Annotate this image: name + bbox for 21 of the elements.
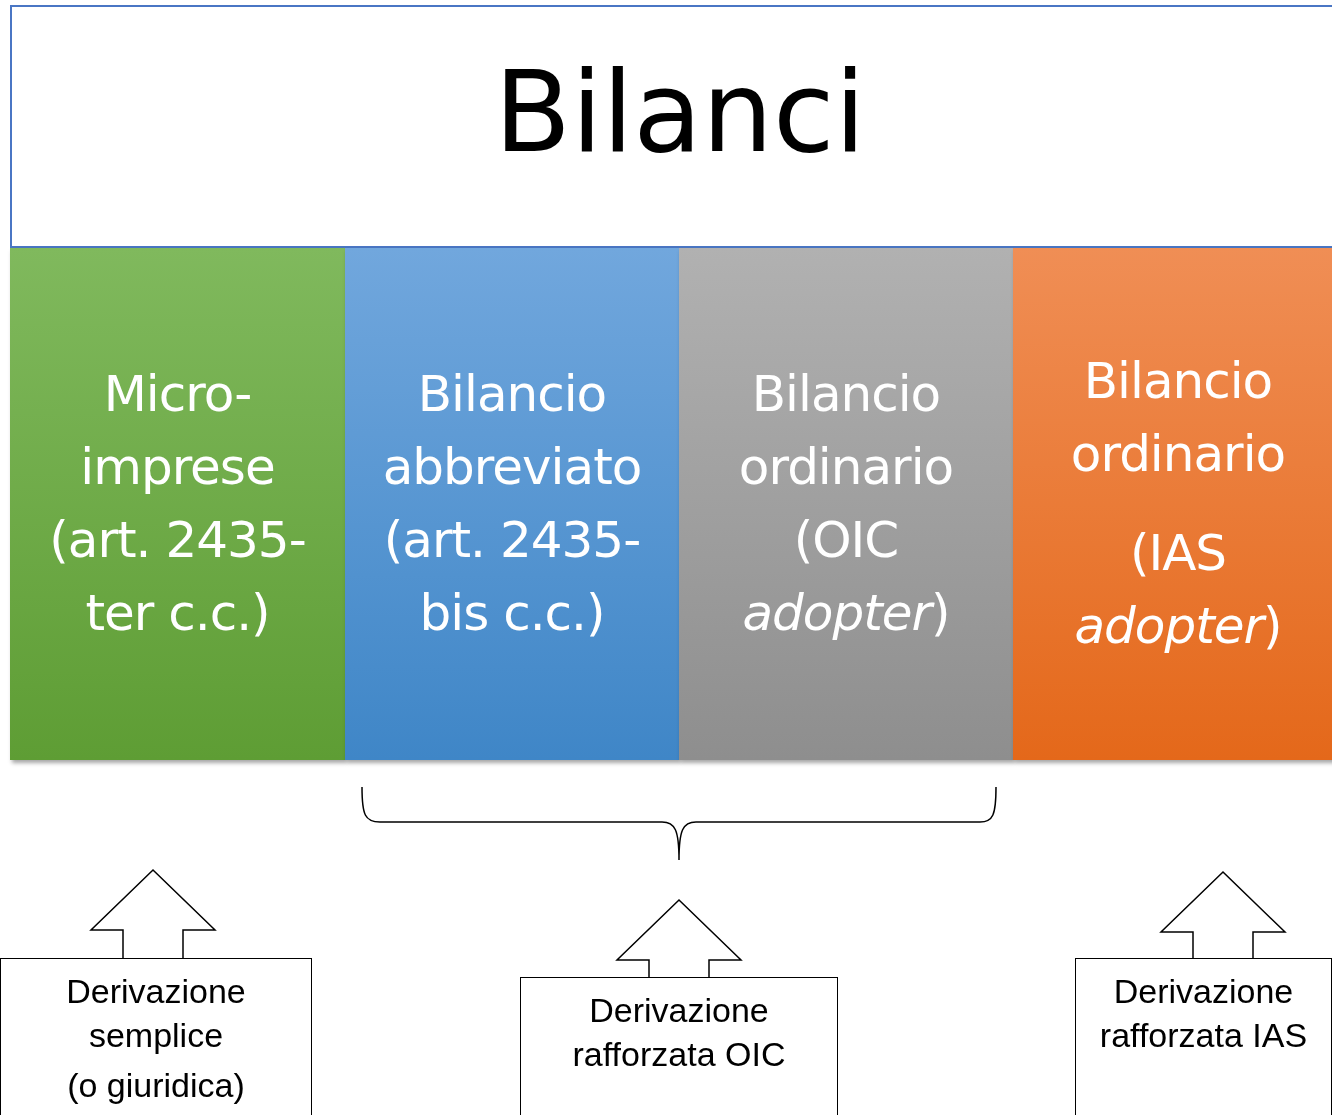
callout-box: [520, 977, 838, 1115]
title-text: Bilanci: [494, 46, 866, 177]
callout-box: [0, 958, 312, 1115]
column-label: Bilancio ordinario: [1069, 351, 1287, 485]
column-label: Micro-imprese (art. 2435-ter c.c.): [48, 364, 307, 644]
callout-text: Derivazione rafforzata OIC: [571, 990, 787, 1075]
column-label: Bilancio ordinario (OIC adopter): [737, 364, 955, 644]
callout-text: Derivazione rafforzata IAS: [1098, 971, 1309, 1056]
category-column: [345, 248, 679, 760]
column-label: Bilancio abbreviato (art. 2435-bis c.c.): [381, 364, 643, 644]
block-arrow: [89, 868, 217, 960]
column-label: (IAS adopter): [1073, 523, 1283, 657]
callout-text: Derivazione semplice: [65, 971, 247, 1056]
block-arrow: [1159, 870, 1287, 960]
callout-box: [1075, 958, 1332, 1115]
title-box: [10, 5, 1332, 248]
block-arrow: [615, 898, 743, 979]
category-column: [10, 248, 345, 760]
category-column: [1013, 248, 1332, 760]
callout-text: (o giuridica): [67, 1065, 245, 1106]
category-column: [679, 248, 1013, 760]
